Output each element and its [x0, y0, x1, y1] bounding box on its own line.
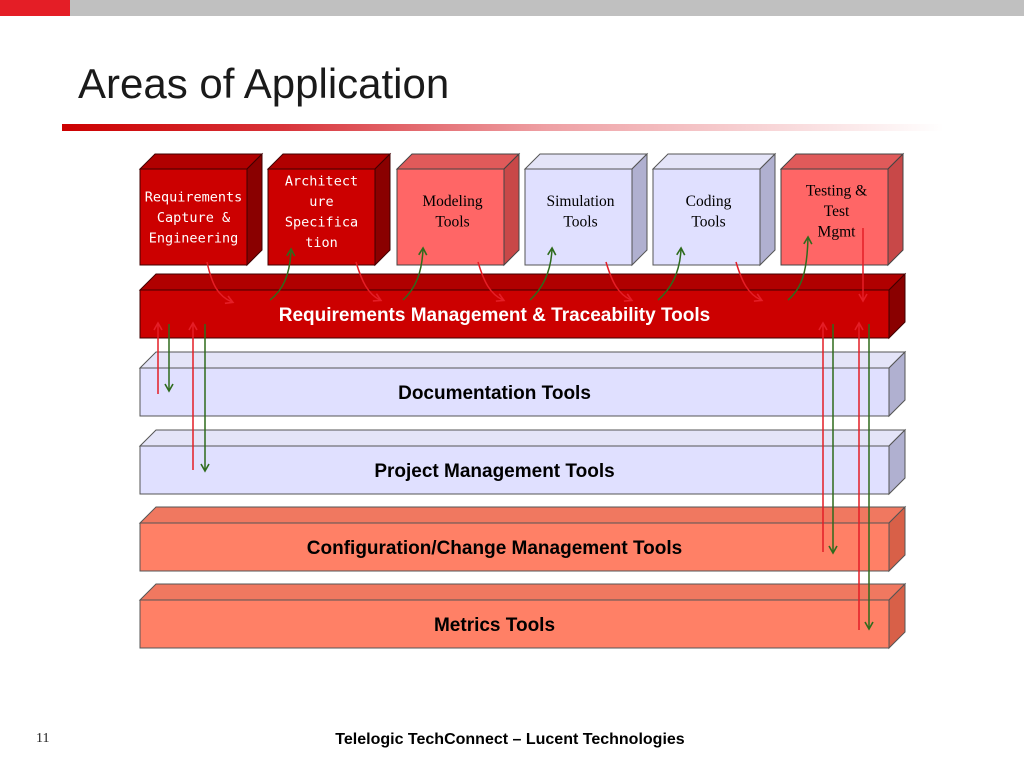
tool-side-face	[759, 152, 776, 267]
top-bar-accent	[0, 0, 70, 16]
tool-label-line: Coding	[686, 193, 732, 210]
connector-arrow	[206, 261, 235, 305]
layer-top-face	[138, 351, 907, 369]
tool-top-face	[651, 153, 777, 170]
tool-label-line: Architect	[285, 173, 358, 189]
tool-side-face	[246, 152, 263, 267]
top-bar	[0, 0, 1024, 16]
layer-front-face	[139, 445, 890, 495]
tool-label-line: Modeling	[422, 193, 483, 210]
tool-label-line: Tools	[691, 213, 725, 230]
connector-arrow	[735, 261, 764, 302]
layer-stack: Requirements Management & Traceability T…	[138, 272, 907, 650]
tool-top-face	[138, 153, 264, 170]
tool-side-face	[631, 152, 648, 267]
connector-arrow	[657, 246, 686, 301]
layer-label: Project Management Tools	[374, 461, 614, 482]
tool-label-line: tion	[305, 235, 338, 251]
layer-1: Documentation Tools	[138, 350, 907, 418]
layer-front-face	[139, 522, 890, 572]
tool-side-face	[887, 152, 904, 267]
layer-4: Metrics Tools	[138, 582, 907, 650]
layer-2: Project Management Tools	[138, 428, 907, 496]
title-rule	[62, 124, 944, 131]
tool-label-line: Simulation	[546, 193, 614, 210]
tool-front-face	[652, 168, 761, 266]
connector-arrows	[153, 228, 874, 631]
layer-3: Configuration/Change Management Tools	[138, 505, 907, 573]
connector-arrow	[787, 235, 813, 301]
connector-arrow	[605, 261, 634, 302]
tool-front-face	[524, 168, 633, 266]
tool-label-line: Capture &	[157, 210, 231, 226]
tool-front-face	[780, 168, 889, 266]
tool-side-face	[503, 152, 520, 267]
tool-label-line: Test	[824, 203, 850, 220]
connector-arrow	[529, 246, 557, 301]
tool-side-face	[374, 152, 391, 267]
tool-label-line: Tools	[563, 213, 597, 230]
layer-top-face	[138, 506, 907, 524]
tool-label-line: Requirements	[145, 190, 243, 206]
tool-front-face	[139, 168, 248, 266]
tool-label-line: Specifica	[285, 214, 358, 230]
slide-title: Areas of Application	[78, 60, 450, 107]
tool-front-face	[267, 168, 376, 266]
tool-label-line: Tools	[435, 213, 469, 230]
layer-0: Requirements Management & Traceability T…	[138, 272, 907, 340]
tool-label-line: ure	[309, 194, 333, 210]
page-number: 11	[36, 731, 50, 746]
connector-arrow	[477, 261, 506, 302]
layer-label: Configuration/Change Management Tools	[307, 538, 682, 559]
tool-top-face	[266, 153, 392, 170]
tool-top-face	[779, 153, 905, 170]
tool-label-line: Testing &	[806, 183, 867, 200]
layer-label: Requirements Management & Traceability T…	[279, 305, 710, 326]
layer-front-face	[139, 289, 890, 339]
connector-arrow	[269, 247, 296, 301]
tool-label-line: Mgmt	[818, 224, 857, 241]
footer-text: Telelogic TechConnect – Lucent Technolog…	[335, 731, 685, 748]
layer-label: Documentation Tools	[398, 383, 591, 404]
connector-arrow	[355, 261, 383, 302]
tool-front-face	[396, 168, 505, 266]
tool-label-line: Engineering	[149, 231, 238, 247]
connector-arrow	[402, 246, 428, 301]
layer-front-face	[139, 599, 890, 649]
layer-top-face	[138, 583, 907, 601]
layer-top-face	[138, 273, 907, 291]
layer-front-face	[139, 367, 890, 417]
tool-top-face	[523, 153, 649, 170]
layer-label: Metrics Tools	[434, 615, 555, 636]
tool-top-face	[395, 153, 521, 170]
layer-top-face	[138, 429, 907, 447]
